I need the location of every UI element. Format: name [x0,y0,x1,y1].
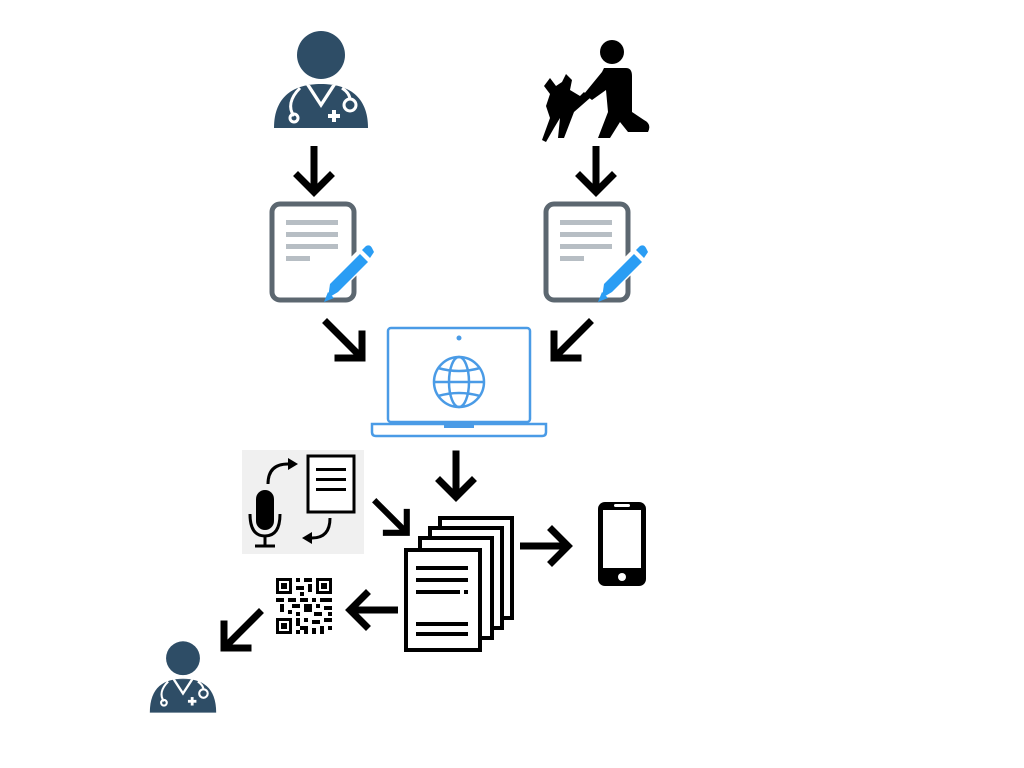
arrow-down-left-icon [218,608,264,654]
qr-code-icon [276,578,332,634]
document-stack-icon [402,514,516,654]
speech-to-text-icon [242,450,364,554]
arrow-down-right-icon [370,498,414,538]
smartphone-icon [596,500,648,588]
arrow-down-icon [292,146,336,198]
arrow-down-icon [434,450,478,504]
pet-owner-with-dog-icon [540,38,652,146]
veterinarian-form-icon [268,200,376,306]
receiving-veterinarian-icon [147,638,219,718]
laptop-globe-icon [370,326,548,438]
arrow-right-icon [520,524,574,568]
arrow-down-left-icon [548,318,594,364]
arrow-down-right-icon [322,318,368,364]
arrow-down-icon [574,146,618,198]
veterinarian-icon [270,28,372,138]
owner-form-icon [542,200,650,306]
arrow-left-icon [342,588,398,632]
